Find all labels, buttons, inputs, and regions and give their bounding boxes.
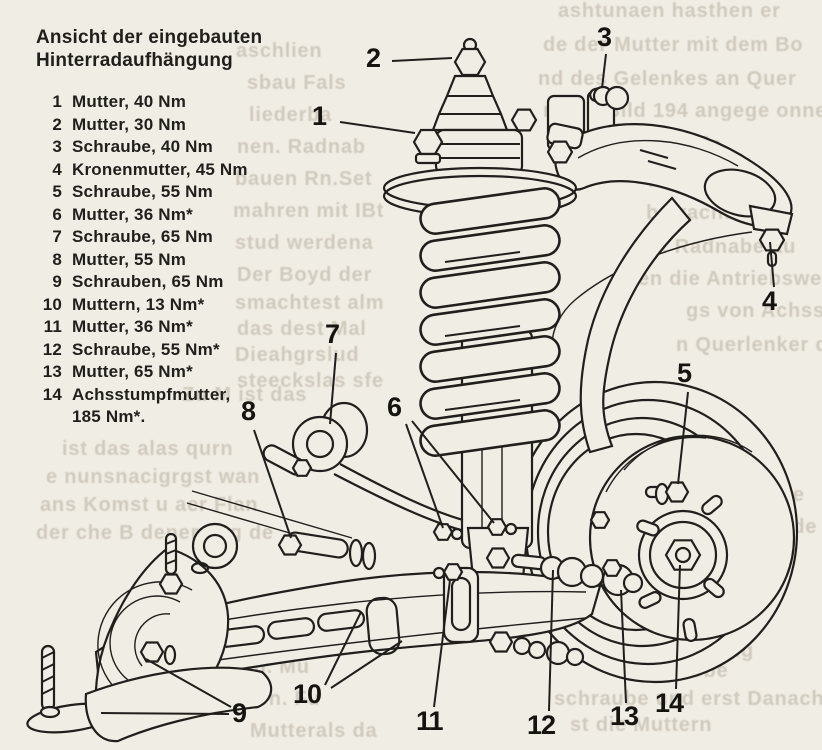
callout-number: 10	[293, 679, 322, 709]
callout-number: 13	[610, 701, 639, 731]
callout-number: 3	[597, 22, 612, 52]
callout-number: 2	[366, 43, 381, 73]
coil-spring	[419, 187, 561, 457]
fastener-cluster	[432, 518, 585, 667]
bleed-text-fragment: ans Komst u aer Flan	[40, 494, 259, 516]
bleed-text-fragment: Mutterals da	[250, 720, 378, 742]
wheel-stud	[638, 591, 662, 609]
callout-number: 5	[677, 358, 692, 388]
bleed-text-fragment: de der Mutter mit dem Bo	[543, 34, 804, 56]
lateral-rod	[186, 490, 353, 570]
bleed-text-fragment: gs von Achss	[686, 300, 822, 322]
callout-number: 4	[762, 286, 777, 316]
ball-joint	[748, 204, 794, 268]
hub-assembly	[589, 481, 729, 643]
bleed-text-fragment: sbau Fals	[247, 72, 347, 94]
bleed-text-fragment: smachtest alm	[235, 292, 385, 314]
bump-stop	[431, 74, 509, 132]
callout-number: 12	[527, 710, 556, 740]
callout-number: 7	[325, 319, 340, 349]
stabilizer-link	[262, 401, 471, 534]
callout-leader-lines	[100, 53, 775, 715]
bleed-text-fragment: liederba	[249, 104, 333, 126]
callout-number: 11	[416, 706, 444, 736]
bleed-text-fragment: ashtunaen hasthen er	[558, 0, 781, 22]
bleed-text-fragment: Zu M ist das	[182, 384, 308, 406]
bolt-with-washers	[277, 531, 377, 571]
bleed-text-fragment: ist das alas qurn	[62, 438, 234, 460]
callout-number: 6	[387, 392, 402, 422]
base-plate	[84, 666, 273, 743]
wheel-stud	[636, 519, 660, 537]
wheel-stud	[703, 577, 725, 599]
bolt-5-target	[664, 481, 690, 503]
callout-number: 1	[312, 101, 327, 131]
bleed-text-fragment: schraube und erst Danach	[554, 688, 822, 710]
bleed-text-fragment: Der Boyd der	[237, 264, 373, 286]
upper-control-arm	[546, 85, 794, 268]
bleed-text-fragment: steeckslas sfe	[237, 370, 384, 392]
bleed-text-fragment: mahren mit IBt	[233, 200, 385, 222]
bleed-text-fragment: Dieahgrslud	[235, 344, 360, 366]
nut-6b-target	[486, 518, 508, 536]
bleed-text-fragment: stud werdena	[235, 232, 374, 254]
bleed-text-fragment: nd. Radnabe au	[636, 236, 797, 258]
bleed-text-fragment: en die Antriebswe	[638, 268, 822, 290]
bleed-text-fragment: aschlien	[236, 40, 323, 62]
nut-1-target	[412, 128, 444, 156]
wheel-stud	[682, 617, 698, 643]
wheel-stud	[701, 494, 723, 516]
nut-2-target	[453, 47, 487, 77]
bleed-text-fragment: st die Muttern	[570, 714, 713, 736]
bleed-text-fragment: n Querlenker die	[676, 334, 822, 356]
nut-11-target	[442, 563, 464, 581]
bleed-text-fragment: bauen Rn.Set	[235, 168, 373, 190]
bleed-text-fragment: nen. Radnab	[237, 136, 366, 158]
bleed-text-fragment: das dest Mal	[237, 318, 367, 340]
callout-number: 14	[655, 688, 684, 718]
bleed-text-fragment: e nunsnacigrgst wan	[46, 466, 261, 488]
callout-number: 9	[232, 698, 247, 728]
callout-number: 8	[241, 396, 256, 426]
